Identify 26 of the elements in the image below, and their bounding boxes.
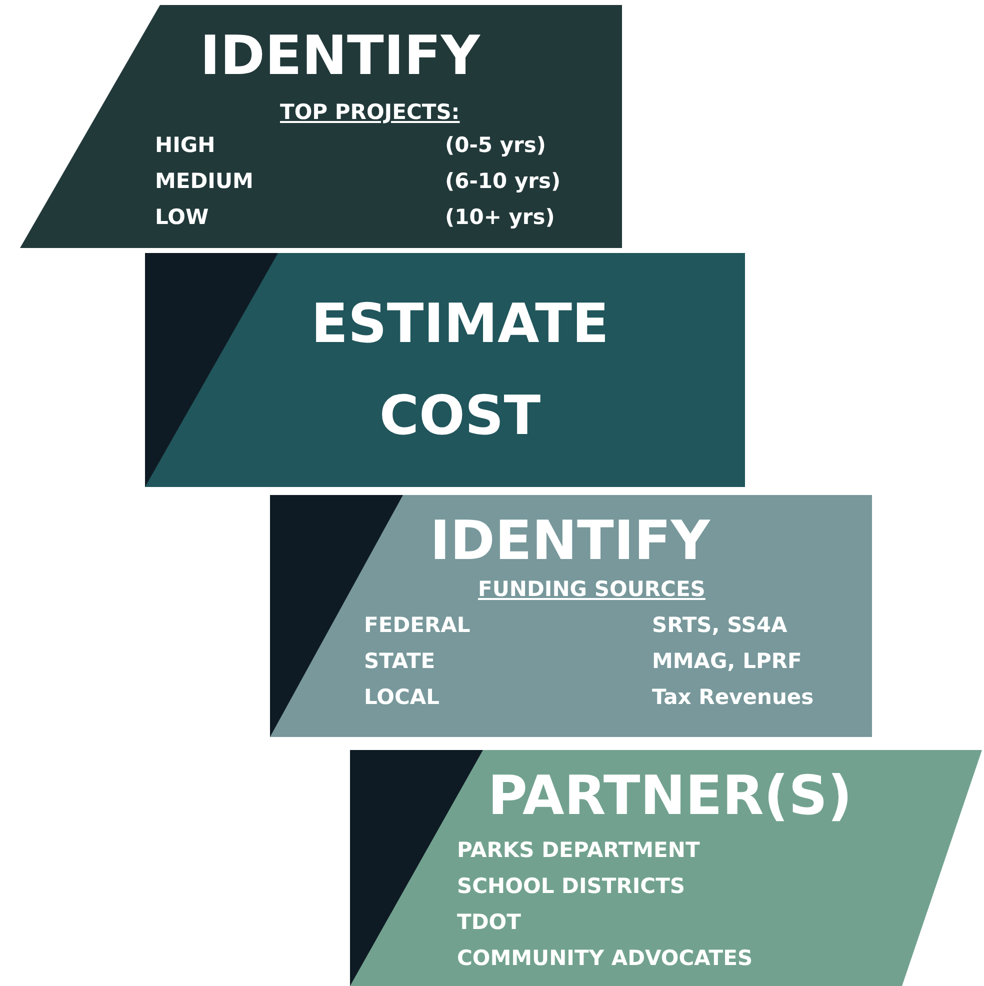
list-item: TDOT [457,910,521,934]
section-subheading: TOP PROJECTS: [280,100,460,124]
table-cell: LOW [155,205,209,229]
section-subheading: FUNDING SOURCES [478,577,706,601]
table-cell: FEDERAL [364,613,470,637]
table-cell: MMAG, LPRF [652,649,802,673]
step-heading: ESTIMATE COST [310,291,610,449]
list-item: PARKS DEPARTMENT [457,838,700,862]
table-cell: MEDIUM [155,169,254,193]
step-heading: IDENTIFY [199,25,482,88]
step-heading: PARTNER(S) [486,765,854,828]
table-cell: (10+ yrs) [445,205,555,229]
table-cell: (6-10 yrs) [445,169,561,193]
table-cell: LOCAL [364,685,440,709]
step-banner [145,253,745,487]
step-banner [350,750,982,986]
table-cell: HIGH [155,133,216,157]
step-heading: IDENTIFY [429,510,712,572]
table-cell: SRTS, SS4A [652,613,788,637]
step-banner [20,5,622,248]
table-cell: (0-5 yrs) [445,133,546,157]
table-cell: STATE [364,649,436,673]
list-item: COMMUNITY ADVOCATES [457,946,753,970]
list-item: SCHOOL DISTRICTS [457,874,686,898]
step-banner [270,495,872,737]
table-cell: Tax Revenues [652,685,814,709]
